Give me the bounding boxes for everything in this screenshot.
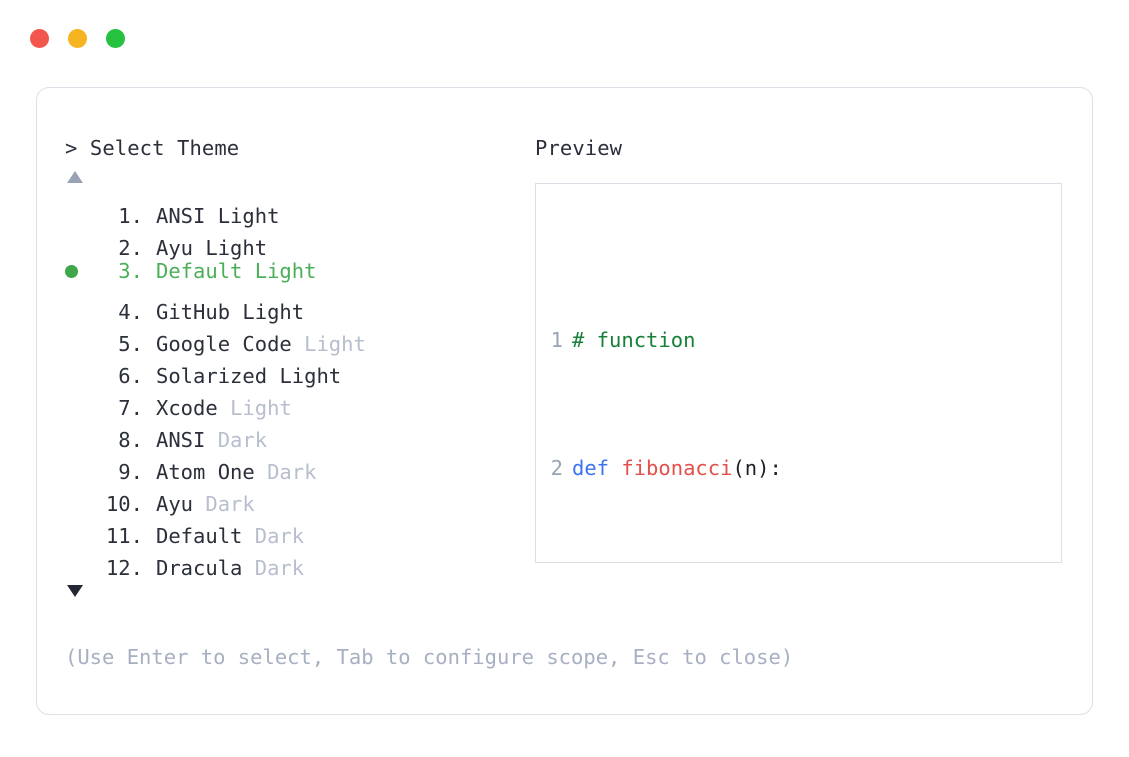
main-panel: > Select Theme 1. ANSI Light 2. Ayu Ligh… [36, 87, 1093, 715]
selection-bullet-cell [65, 479, 93, 511]
selection-bullet-cell [65, 415, 93, 447]
code-token: (n): [732, 456, 782, 480]
selection-bullet-cell [65, 256, 93, 288]
list-item-name: Atom One [156, 460, 255, 484]
list-item-number: 6. [105, 364, 143, 388]
preview-title: Preview [535, 136, 623, 160]
list-item-selected[interactable]: 3. Default Light [65, 255, 525, 287]
list-item-suffix: Light [230, 396, 292, 420]
selection-bullet-cell [65, 191, 93, 223]
list-item-number: 7. [105, 396, 143, 420]
selection-bullet-cell [65, 447, 93, 479]
list-item-name: Default [156, 259, 243, 283]
selection-bullet-cell [65, 287, 93, 319]
code-token: # function [572, 328, 696, 352]
list-item-name: Ayu [156, 492, 194, 516]
window-titlebar [30, 29, 125, 48]
list-item-number: 5. [105, 332, 143, 356]
list-item-suffix: Dark [254, 524, 305, 548]
list-item-suffix: Light [279, 364, 342, 388]
selection-bullet-cell [65, 223, 93, 255]
page-title: Select Theme [89, 136, 240, 160]
list-item-name: Dracula [156, 556, 243, 580]
list-item-name: Ayu [156, 236, 194, 260]
list-item-name: Default [156, 524, 243, 548]
list-item-number: 10. [105, 492, 143, 516]
list-item[interactable]: 1. ANSI Light [65, 191, 525, 228]
list-item[interactable]: 2. Ayu Light [65, 223, 525, 260]
list-item-suffix: Dark [254, 556, 305, 580]
list-item-number: 1. [105, 204, 143, 228]
list-item-number: 2. [105, 236, 143, 260]
list-item-number: 9. [105, 460, 143, 484]
list-item[interactable]: 6. Solarized Light [65, 351, 525, 388]
list-item-name: GitHub [156, 300, 231, 324]
list-item-name: Solarized [156, 364, 268, 388]
list-item-number: 12. [105, 556, 143, 580]
list-item[interactable]: 9. Atom One Dark [65, 447, 525, 484]
triangle-up-icon[interactable] [67, 171, 83, 183]
triangle-down-icon[interactable] [67, 585, 83, 597]
list-item[interactable]: 11. Default Dark [65, 511, 525, 548]
list-item-suffix: Light [304, 332, 366, 356]
list-item-number: 11. [105, 524, 143, 548]
selection-bullet-cell [65, 543, 93, 575]
list-item-name: ANSI [156, 428, 206, 452]
theme-list[interactable]: 1. ANSI Light 2. Ayu Light 3. Default [65, 191, 525, 580]
list-item-number: 8. [105, 428, 143, 452]
list-item-number: 3. [105, 259, 143, 283]
selection-bullet-cell [65, 383, 93, 415]
list-item-suffix: Light [254, 259, 317, 283]
selected-dot-icon [65, 265, 78, 278]
list-item-suffix: Light [217, 204, 280, 228]
list-item-name: Xcode [156, 396, 218, 420]
line-number: 1 [550, 328, 563, 352]
maximize-button[interactable] [106, 29, 125, 48]
list-item-name: ANSI [156, 204, 206, 228]
list-item-name: Google Code [156, 332, 292, 356]
code-token: fibonacci [621, 456, 733, 480]
list-item[interactable]: 10. Ayu Dark [65, 479, 525, 516]
selection-bullet-cell [65, 319, 93, 351]
theme-selector-column: > Select Theme 1. ANSI Light 2. Ayu Ligh… [65, 136, 525, 597]
selection-bullet-cell [65, 351, 93, 383]
list-item[interactable]: 12. Dracula Dark [65, 543, 525, 580]
selection-bullet-cell [65, 511, 93, 543]
prompt-marker: > [65, 136, 78, 160]
list-item[interactable]: 7. Xcode Light [65, 383, 525, 420]
list-item-suffix: Dark [217, 428, 268, 452]
code-token: def [572, 456, 622, 480]
minimize-button[interactable] [68, 29, 87, 48]
prompt-header: > Select Theme [65, 136, 525, 161]
list-item-suffix: Light [242, 300, 305, 324]
keyboard-hint: (Use Enter to select, Tab to configure s… [65, 645, 794, 669]
line-number: 2 [550, 456, 563, 480]
list-item-number: 4. [105, 300, 143, 324]
list-item-suffix: Dark [267, 460, 317, 484]
list-item-suffix: Light [205, 236, 268, 260]
list-item-suffix: Dark [205, 492, 255, 516]
list-item[interactable]: 8. ANSI Dark [65, 415, 525, 452]
code-line: 1 # function [536, 324, 1061, 356]
list-item[interactable]: 5. Google Code Light [65, 319, 525, 356]
list-item[interactable]: 4. GitHub Light [65, 287, 525, 324]
code-line: 2 def fibonacci(n): [536, 452, 1061, 484]
close-button[interactable] [30, 29, 49, 48]
